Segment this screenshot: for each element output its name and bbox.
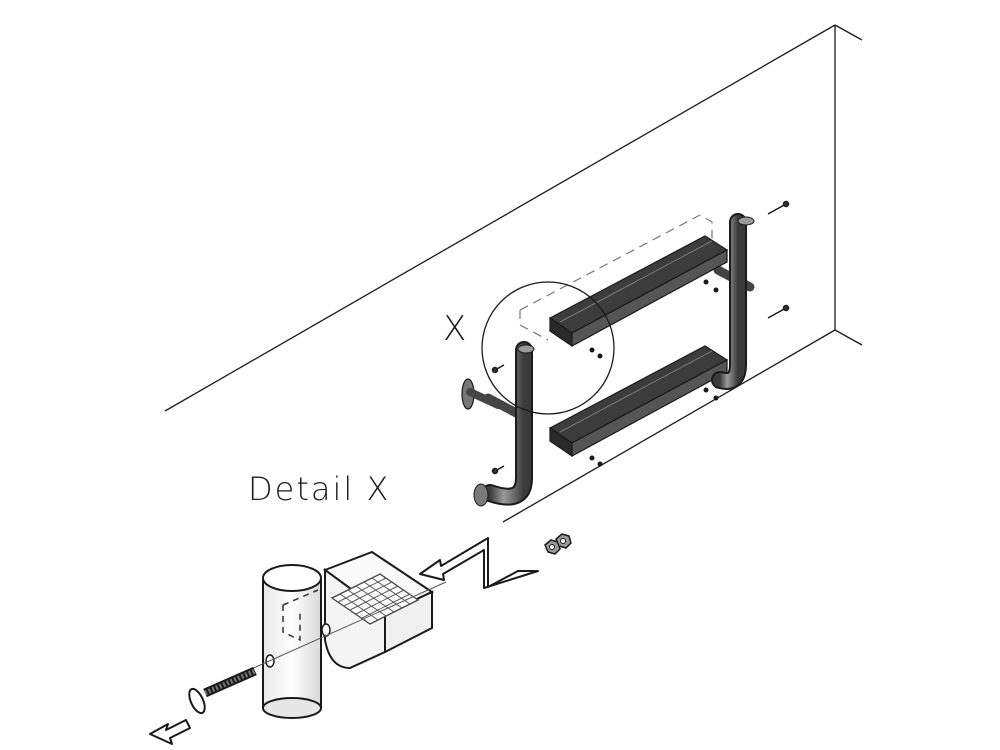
left-stringer [473, 341, 535, 507]
detail-marker-label: X [443, 309, 466, 349]
bottom-tread [548, 345, 729, 458]
wall-outline [164, 24, 863, 523]
tread-fasteners [589, 279, 719, 467]
detail-circle [481, 281, 615, 415]
hidden-socket [282, 589, 319, 642]
detail-nuts [544, 533, 572, 555]
push-direction-arrow-icon [419, 537, 539, 589]
insert-bolt-arrow-icon [149, 719, 191, 745]
detail-title-label: Detail X [248, 470, 390, 508]
detail-post [262, 564, 331, 719]
wall-flange [461, 378, 502, 410]
bolt-axis-line [237, 581, 447, 676]
removed-tread-outline [519, 214, 713, 341]
tread-grip-grid [330, 573, 420, 625]
detail-bolt [188, 666, 257, 715]
anchor-bolts [491, 200, 790, 475]
right-stringer [711, 213, 755, 390]
top-tread [548, 235, 729, 348]
